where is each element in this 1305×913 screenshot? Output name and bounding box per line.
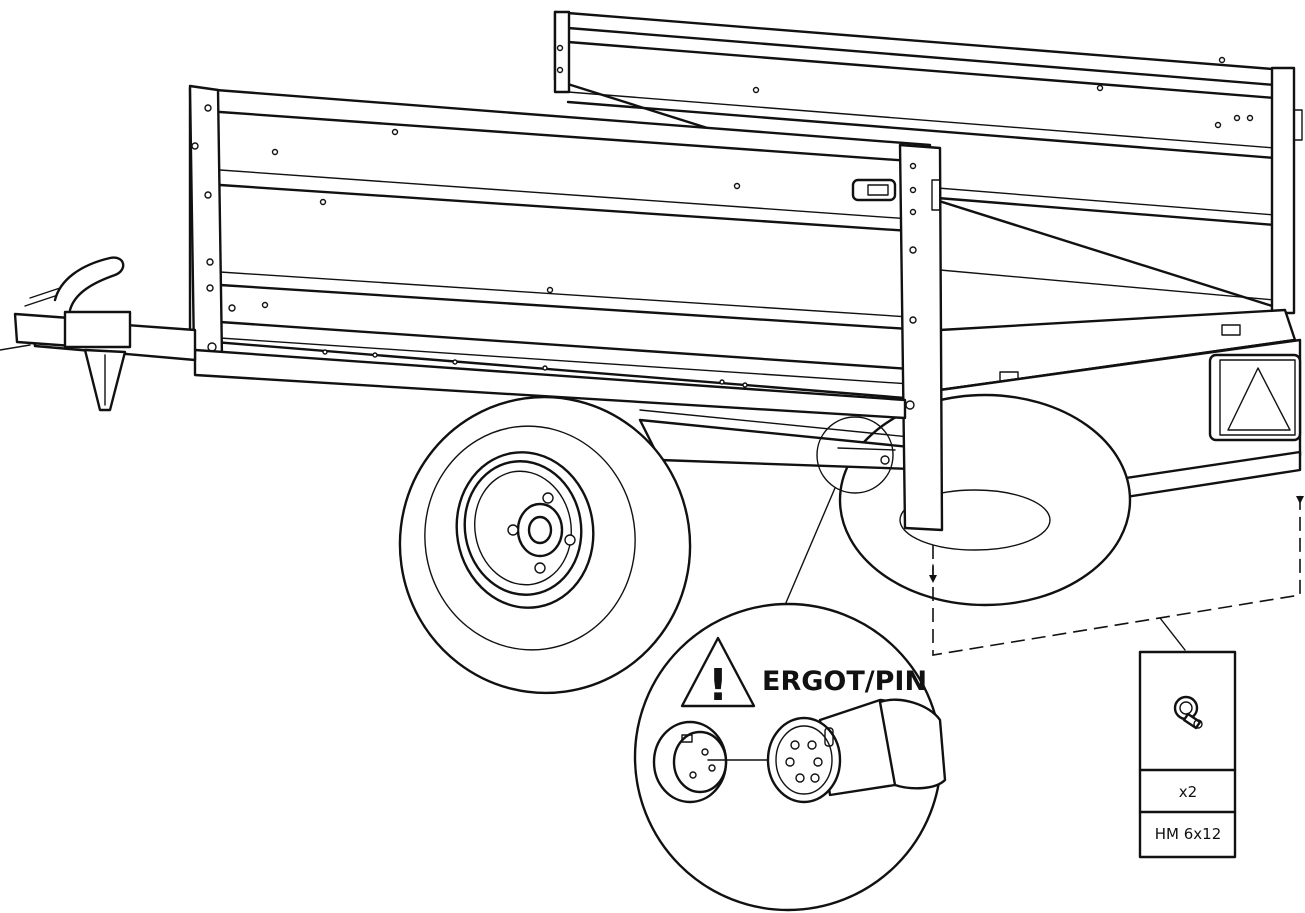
rear-reflector-right <box>1208 353 1302 442</box>
pin-label: ERGOT/PIN <box>762 666 927 697</box>
front-wheel <box>398 395 692 695</box>
warning-symbol: ! <box>708 660 728 711</box>
rear-wheel <box>838 393 1132 607</box>
callout-leader <box>784 487 836 606</box>
plug-connector <box>766 698 947 804</box>
connector-detail-ring <box>816 416 896 494</box>
bolt-nut-icon <box>1173 695 1203 730</box>
side-latch <box>851 178 897 202</box>
socket-connector <box>652 720 771 804</box>
warning-icon: ! <box>680 636 756 711</box>
lower-side-rail <box>193 348 907 420</box>
front-posts <box>188 84 944 532</box>
parts-box: x2 HM 6x12 <box>1138 650 1237 859</box>
parts-quantity: x2 <box>1179 783 1197 801</box>
pin-detail-callout: ! ERGOT/PIN <box>633 602 947 912</box>
front-side-panel <box>188 86 932 402</box>
parts-reference: HM 6x12 <box>1155 825 1222 843</box>
assembly-guide <box>929 490 1304 656</box>
parts-leader <box>1159 617 1186 651</box>
drawbar <box>0 256 197 412</box>
